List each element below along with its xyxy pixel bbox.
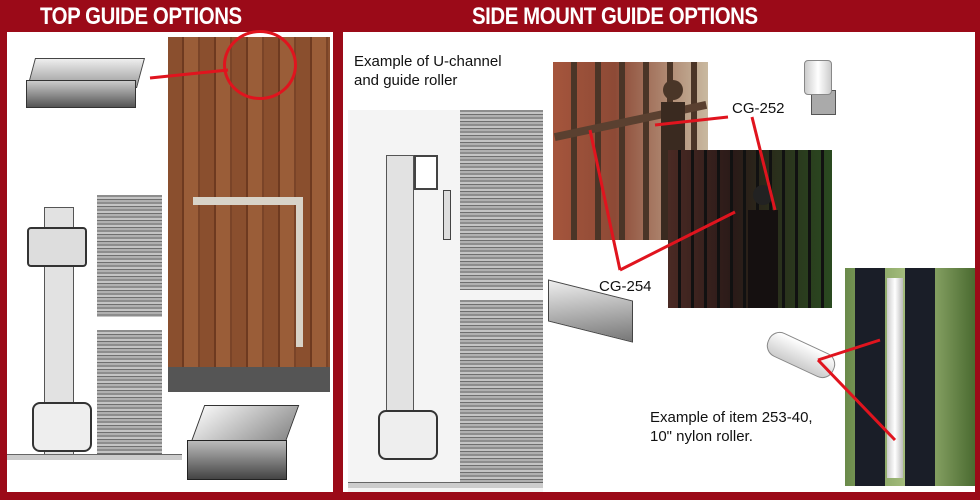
- top-guide-panel: [7, 30, 333, 492]
- bottom-wheel-drawing: [32, 402, 92, 452]
- label-cg252: CG-252: [732, 100, 785, 117]
- label-cg254: CG-254: [599, 278, 652, 295]
- top-guide-title: TOP GUIDE OPTIONS: [40, 3, 242, 30]
- side-mount-drawing: [348, 110, 543, 492]
- side-mount-title: SIDE MOUNT GUIDE OPTIONS: [472, 3, 758, 30]
- arrow-top-guide: [149, 68, 229, 80]
- arrow-cg254-b: [619, 210, 736, 272]
- wall-drawing-top: [97, 195, 162, 317]
- highlight-circle: [223, 30, 297, 100]
- roller-caption: Example of item 253-40, 10" nylon roller…: [650, 408, 813, 446]
- nylon-roller-installed-photo: [845, 268, 975, 486]
- dark-fence-photo: [668, 150, 832, 308]
- ground-line: [7, 454, 182, 460]
- caption-line: Example of item 253-40,: [650, 409, 813, 426]
- arrow-cg252-b: [750, 116, 777, 211]
- top-guide-product-image: [21, 50, 146, 110]
- caption-line: and guide roller: [354, 72, 458, 89]
- roller-assembly-drawing: [27, 227, 87, 267]
- arrow-roller-b: [816, 358, 897, 442]
- top-guide-bracket-image: [187, 400, 302, 485]
- arrow-roller-a: [817, 338, 881, 362]
- uchannel-caption: Example of U-channel and guide roller: [354, 52, 502, 90]
- wall-drawing-bottom: [97, 330, 162, 455]
- arrow-cg254-a: [588, 129, 622, 271]
- arrow-cg252-a: [654, 115, 729, 127]
- caption-line: Example of U-channel: [354, 53, 502, 70]
- caption-line: 10" nylon roller.: [650, 428, 753, 445]
- cg252-product-image: [796, 60, 841, 115]
